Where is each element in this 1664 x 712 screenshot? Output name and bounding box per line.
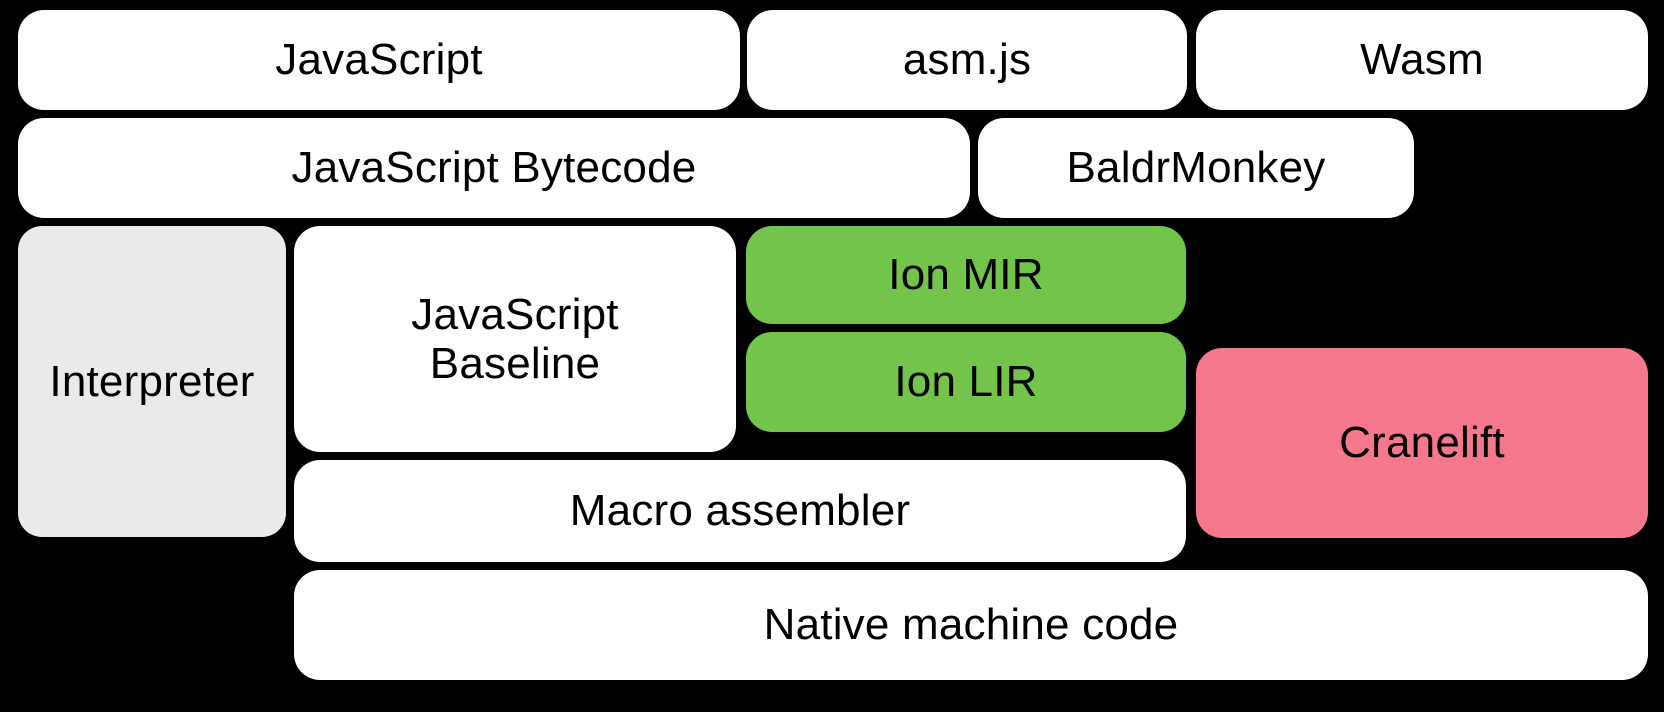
node-javascript-bytecode: JavaScript Bytecode xyxy=(18,118,970,218)
node-ion-mir: Ion MIR xyxy=(746,226,1186,324)
node-ion-lir: Ion LIR xyxy=(746,332,1186,432)
node-macro-assembler: Macro assembler xyxy=(294,460,1186,562)
node-native-machine-code: Native machine code xyxy=(294,570,1648,680)
node-asm-js: asm.js xyxy=(747,10,1187,110)
node-baldrmonkey: BaldrMonkey xyxy=(978,118,1414,218)
node-cranelift: Cranelift xyxy=(1196,348,1648,538)
node-interpreter: Interpreter xyxy=(18,226,286,537)
node-javascript: JavaScript xyxy=(18,10,740,110)
node-wasm: Wasm xyxy=(1196,10,1648,110)
node-javascript-baseline: JavaScript Baseline xyxy=(294,226,736,452)
